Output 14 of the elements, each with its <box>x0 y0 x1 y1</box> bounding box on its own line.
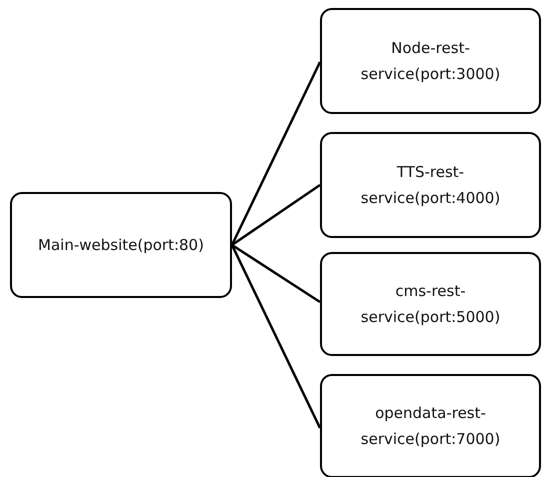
service-label: cms-rest-service(port:5000) <box>360 280 500 328</box>
connector-line <box>230 61 322 246</box>
service-box <box>10 192 232 298</box>
connector-line <box>230 244 322 429</box>
service-label: Main-website(port:80) <box>38 234 204 256</box>
service-box <box>320 132 541 238</box>
connector-line <box>231 244 321 304</box>
service-label: Node-rest-service(port:3000) <box>360 38 500 85</box>
service-box <box>320 8 541 114</box>
connector-line <box>231 184 321 246</box>
service-label: opendata-rest-service(port:7000) <box>360 402 502 450</box>
service-label: TTS-rest-service(port:4000) <box>360 162 500 209</box>
service-box <box>320 252 541 356</box>
service-box <box>320 374 541 477</box>
